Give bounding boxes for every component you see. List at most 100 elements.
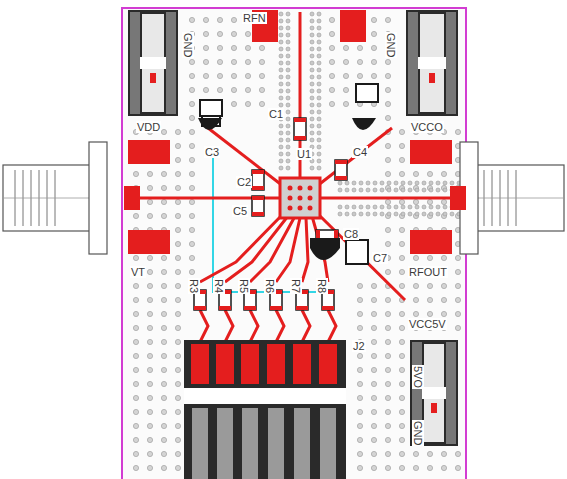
via (413, 283, 418, 288)
part-label: R5 (238, 278, 250, 294)
via (310, 96, 314, 100)
via (366, 212, 370, 216)
via (310, 26, 314, 30)
via (286, 117, 290, 121)
via (343, 59, 348, 64)
via (147, 255, 152, 260)
copper-pad (410, 230, 452, 254)
via (133, 171, 138, 176)
via (399, 199, 404, 204)
via (317, 159, 321, 163)
via (147, 367, 152, 372)
via (399, 283, 404, 288)
via (385, 59, 390, 64)
via (286, 68, 290, 72)
via (329, 17, 334, 22)
via (217, 17, 222, 22)
capacitor (252, 196, 264, 216)
via (357, 409, 362, 414)
via (317, 138, 321, 142)
via (189, 143, 194, 148)
via (310, 33, 314, 37)
via (189, 171, 194, 176)
via (408, 205, 412, 209)
via (286, 96, 290, 100)
via (189, 73, 194, 78)
via (338, 181, 342, 185)
copper-trace (302, 310, 310, 342)
via (394, 212, 398, 216)
copper-trace (276, 218, 300, 282)
via (371, 465, 376, 470)
via (279, 96, 283, 100)
via (203, 45, 208, 50)
via (455, 451, 460, 456)
via (175, 451, 180, 456)
via (310, 89, 314, 93)
via (359, 205, 363, 209)
via (399, 269, 404, 274)
via (455, 283, 460, 288)
via (310, 166, 314, 170)
via (175, 381, 180, 386)
via (175, 437, 180, 442)
via (279, 89, 283, 93)
via (161, 297, 166, 302)
via (385, 17, 390, 22)
via (317, 124, 321, 128)
via (245, 87, 250, 92)
via (399, 157, 404, 162)
via (357, 437, 362, 442)
via (385, 339, 390, 344)
via (385, 423, 390, 428)
via (203, 87, 208, 92)
via (279, 47, 283, 51)
via (286, 47, 290, 51)
via (385, 297, 390, 302)
via (189, 17, 194, 22)
via (357, 59, 362, 64)
via (317, 166, 321, 170)
via (441, 199, 446, 204)
via (279, 166, 283, 170)
via (189, 157, 194, 162)
copper-trace (320, 197, 455, 200)
copper-pad (124, 186, 140, 210)
via (310, 75, 314, 79)
via (231, 45, 236, 50)
via (286, 124, 290, 128)
via (279, 61, 283, 65)
via (147, 395, 152, 400)
copper-trace (140, 197, 280, 200)
via (317, 19, 321, 23)
via (317, 40, 321, 44)
via (175, 353, 180, 358)
part-label: R7 (290, 278, 302, 294)
via (133, 367, 138, 372)
via (387, 205, 391, 209)
via (371, 395, 376, 400)
via (259, 87, 264, 92)
copper-trace (328, 310, 336, 342)
pin-label: VT (130, 266, 146, 278)
via (399, 227, 404, 232)
via (175, 325, 180, 330)
via (133, 381, 138, 386)
via (279, 82, 283, 86)
via (385, 465, 390, 470)
copper-pad (410, 140, 452, 164)
via (387, 212, 391, 216)
via (427, 465, 432, 470)
via (175, 129, 180, 134)
via (231, 59, 236, 64)
copper-trace (317, 128, 392, 186)
capacitor (356, 84, 378, 102)
via (385, 395, 390, 400)
via (147, 353, 152, 358)
via (286, 40, 290, 44)
via (373, 181, 377, 185)
via (371, 73, 376, 78)
via (279, 124, 283, 128)
via (387, 188, 391, 192)
via (189, 115, 194, 120)
